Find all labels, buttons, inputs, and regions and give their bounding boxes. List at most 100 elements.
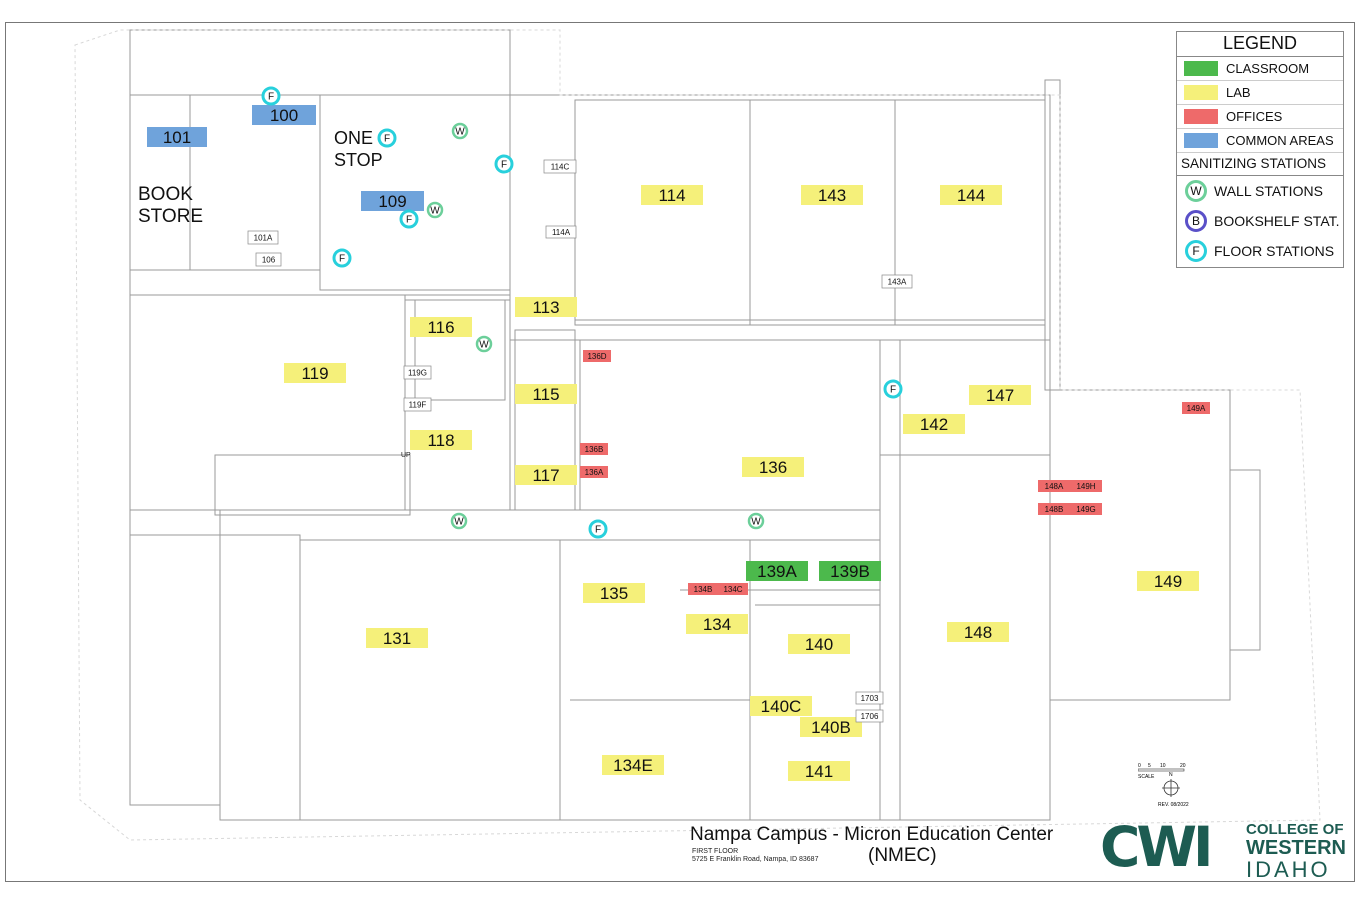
- scale-tick: 10: [1160, 763, 1166, 769]
- room-number: 114: [658, 186, 685, 205]
- classroom-swatch: [1184, 61, 1218, 76]
- room-101a: 101A: [247, 230, 279, 245]
- floor-station-icon: F: [399, 209, 419, 229]
- room-fill: [1038, 503, 1070, 515]
- room-fill: [252, 105, 316, 125]
- cwi-logo-text: COLLEGE OF: [1246, 821, 1344, 838]
- area-label-up: UP: [401, 452, 411, 459]
- svg-text:F: F: [384, 134, 390, 145]
- map-frame: [5, 22, 1355, 882]
- north-label: N: [1169, 772, 1173, 778]
- wall-outline: [319, 94, 511, 291]
- building-walls: [129, 29, 1261, 821]
- floor-label: FIRST FLOOR: [692, 848, 739, 855]
- room-119: 119: [284, 363, 346, 383]
- room-number: 119F: [409, 401, 427, 410]
- svg-text:F: F: [890, 385, 896, 396]
- room-139a: 139A: [746, 561, 808, 581]
- room-fill: [742, 457, 804, 477]
- room-119g: 119G: [403, 365, 432, 380]
- room-number: 147: [986, 386, 1014, 405]
- room-fill: [903, 414, 965, 434]
- wall-outline: [129, 509, 221, 536]
- room-number: 118: [427, 431, 454, 450]
- room-1706: 1706: [855, 709, 884, 723]
- scale-tick: 0: [1138, 763, 1141, 769]
- svg-text:W: W: [454, 517, 464, 528]
- room-number: 106: [262, 256, 276, 265]
- room-136b: 136B: [580, 443, 608, 455]
- room-1703: 1703: [855, 691, 884, 705]
- room-fill: [515, 297, 577, 317]
- room-number: 101: [163, 128, 191, 147]
- room-149a: 149A: [1182, 402, 1210, 414]
- room-101: 101: [147, 127, 207, 147]
- room-143: 143: [801, 185, 863, 205]
- room-fill: [686, 614, 748, 634]
- scale-tick: 20: [1180, 763, 1186, 769]
- room-136d: 136D: [583, 350, 611, 362]
- floor-station-icon: F: [494, 154, 514, 174]
- area-label-onestop: STOP: [334, 150, 383, 170]
- room-131: 131: [366, 628, 428, 648]
- legend-wall-stations: W WALL STATIONS: [1177, 176, 1343, 206]
- room-fill: [1137, 571, 1199, 591]
- legend-label: LAB: [1226, 85, 1251, 100]
- room-number: 139B: [830, 562, 870, 581]
- wall-outline: [414, 299, 506, 401]
- room-fill: [410, 430, 472, 450]
- room-119f: 119F: [403, 397, 432, 412]
- room-number: 140C: [761, 697, 802, 716]
- room-118: 118: [410, 430, 472, 450]
- legend-label: BOOKSHELF STAT.: [1214, 213, 1340, 229]
- wall-outline: [574, 99, 751, 326]
- floor-station-icon: F: [883, 379, 903, 399]
- room-106: 106: [255, 252, 282, 267]
- room-number: 136A: [585, 468, 604, 477]
- wall-outline: [1229, 469, 1261, 651]
- room-number: 149: [1154, 572, 1182, 591]
- room-number: 143: [818, 186, 846, 205]
- room-114: 114: [641, 185, 703, 205]
- wall-outline: [214, 454, 411, 516]
- room-fill: [366, 628, 428, 648]
- room-116: 116: [410, 317, 472, 337]
- room-115: 115: [515, 384, 577, 404]
- room-149g: 149G: [1070, 503, 1102, 515]
- room-fill: [515, 384, 577, 404]
- room-141: 141: [788, 761, 850, 781]
- area-label-book: BOOK: [138, 184, 193, 205]
- room-fill: [969, 385, 1031, 405]
- map-subtitle: (NMEC): [868, 845, 937, 866]
- room-114c: 114C: [543, 159, 577, 174]
- room-140: 140: [788, 634, 850, 654]
- scale-label: SCALE: [1138, 774, 1155, 780]
- room-114a: 114A: [545, 225, 577, 239]
- room-148a: 148A: [1038, 480, 1070, 492]
- room-134b: 134B: [688, 583, 718, 595]
- room-142: 142: [903, 414, 965, 434]
- svg-text:F: F: [339, 254, 345, 265]
- wall-station-icon: W: [1185, 180, 1207, 202]
- bookshelf-station-icon: B: [1185, 210, 1207, 232]
- room-fill: [602, 755, 664, 775]
- room-fill: [580, 466, 608, 478]
- room-number: 134E: [613, 756, 653, 775]
- room-136: 136: [742, 457, 804, 477]
- legend-label: CLASSROOM: [1226, 61, 1310, 76]
- legend-item-offices: OFFICES: [1177, 105, 1343, 129]
- legend-bookshelf-stations: B BOOKSHELF STAT.: [1177, 206, 1343, 236]
- room-number: 131: [383, 629, 411, 648]
- room-fill: [800, 717, 862, 737]
- room-fill: [641, 185, 703, 205]
- room-number: 136D: [587, 352, 606, 361]
- room-number: 141: [805, 762, 833, 781]
- lab-swatch: [1184, 85, 1218, 100]
- room-number: 144: [957, 186, 985, 205]
- wall-station-icon: W: [475, 335, 493, 353]
- room-fill: [801, 185, 863, 205]
- legend-floor-stations: F FLOOR STATIONS: [1177, 236, 1343, 266]
- room-number: 1703: [861, 694, 879, 703]
